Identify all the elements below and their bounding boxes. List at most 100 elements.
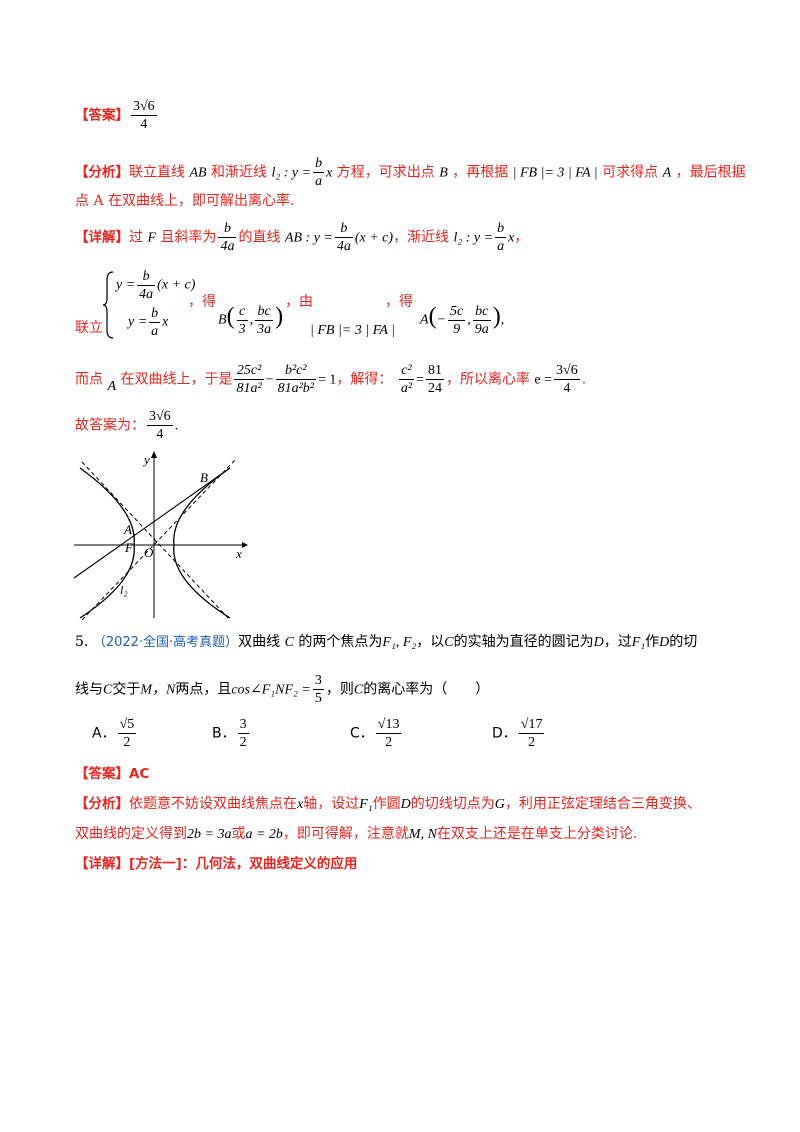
question-number: 5. [75, 634, 89, 650]
answer-line-2: 【答案】AC [75, 766, 149, 784]
math: F₁ [359, 797, 373, 812]
asymptote-1 [81, 461, 231, 620]
text: . [174, 418, 179, 434]
math: | FB |= 3 | FA | [512, 165, 598, 181]
analysis-line-2: 点 A 在双曲线上，即可解出离心率. [75, 193, 295, 209]
text: 的离心率为（ ） [363, 681, 490, 698]
analysis-tag: 【分析】 [75, 796, 129, 812]
math: A [107, 378, 117, 394]
math: G [494, 797, 505, 812]
label-a: A [123, 522, 132, 537]
text: 的实轴为直径的圆记为 [453, 634, 594, 650]
text: ，由 [285, 294, 313, 310]
math: cos∠F₁NF₂ = [231, 682, 311, 698]
label-y: y [142, 452, 150, 467]
x-axis-arrow [242, 542, 248, 548]
text: 的直线 [238, 229, 281, 246]
text: 轴，设过 [303, 796, 360, 812]
text: ，得 [385, 294, 413, 310]
line-ab [73, 467, 231, 579]
math: 2b = 3a [187, 827, 232, 842]
text: ，以 [416, 634, 445, 650]
answer-tag: 【答案】 [75, 107, 129, 124]
math: AB [189, 165, 207, 181]
analysis2-line-1: 【分析】依题意不妨设双曲线焦点在x轴，设过F₁作圆D的切线切点为G，利用正弦定理… [75, 796, 701, 814]
question-5-line-1: 5. （2022·全国·高考真题）双曲线 C 的两个焦点为F₁, F₂，以C的实… [75, 634, 697, 652]
math: F [147, 230, 157, 246]
math: x [297, 797, 304, 812]
text: ，利用正弦定理结合三角变换、 [504, 796, 701, 812]
math: l₂ : y = [453, 230, 494, 246]
math: C [284, 635, 294, 650]
math: x [326, 165, 333, 181]
text: 联立直线 [129, 164, 185, 181]
text: ， [514, 229, 529, 246]
math: F₁, F₂ [382, 635, 417, 650]
math: AB : y = [284, 230, 333, 246]
text: 和渐近线 [211, 164, 268, 181]
text: 过 [129, 229, 143, 246]
math: l₂ : y = [271, 165, 312, 181]
math: e = [534, 372, 553, 388]
text: 方程，可求出点 [336, 164, 435, 181]
asymptote-2 [81, 459, 236, 620]
label-l2: l₂ [120, 583, 128, 597]
right-branch [173, 467, 231, 619]
text: ，过 [603, 634, 632, 650]
text: ，则 [325, 681, 354, 698]
text: 线与 [75, 681, 103, 698]
text: 两点，且 [175, 681, 232, 698]
math: (x + c) [354, 230, 394, 246]
analysis-tag: 【分析】 [75, 164, 129, 181]
detail-tag: 【详解】 [75, 229, 129, 246]
label-f: F [124, 540, 134, 555]
text: 作 [645, 634, 660, 650]
math: = 1 [317, 372, 337, 388]
label-b: B [200, 470, 208, 485]
label-x: x [235, 546, 242, 561]
text: ，渐近线 [393, 229, 450, 246]
detail-tag: 【详解】 [75, 856, 129, 872]
text: 故答案为： [75, 417, 145, 434]
text: 而点 [75, 371, 103, 388]
detail2-line: 【详解】[方法一]：几何法，双曲线定义的应用 [75, 856, 357, 874]
left-branch [79, 467, 135, 619]
math: C [353, 682, 364, 698]
math: a = 2b [245, 827, 283, 842]
text: 的两个焦点为 [298, 634, 383, 650]
text: 依题意不妨设双曲线焦点在 [129, 796, 297, 812]
math: D [593, 635, 604, 650]
label-o: O [144, 545, 154, 560]
text: 且斜率为 [160, 229, 217, 246]
math: C [444, 635, 454, 650]
text: 作圆 [372, 796, 401, 812]
text: 双曲线的定义得到 [75, 826, 187, 842]
text: . [581, 371, 587, 388]
math: x [508, 230, 515, 246]
text: ，得 [188, 294, 216, 310]
text: ，即可得解，注意就 [282, 826, 409, 842]
